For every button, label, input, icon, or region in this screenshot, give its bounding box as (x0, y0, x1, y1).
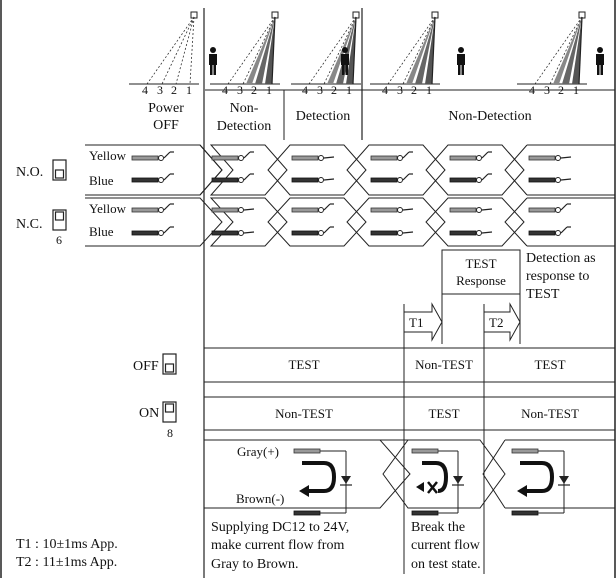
person-icon (596, 47, 604, 75)
current-bus (204, 439, 615, 509)
label-no: N.O. (16, 165, 43, 180)
caption-supplying-line1: Supplying DC12 to 24V, (211, 520, 349, 535)
current-loop-icon-2 (510, 447, 572, 517)
caption-break-line1: Break the (411, 520, 465, 535)
on-row-test: TEST (428, 406, 459, 421)
state-non-detection-line2: Detection (217, 119, 271, 134)
bus-no (85, 144, 615, 196)
zone-2: 2 (558, 83, 564, 97)
zone-3: 3 (237, 83, 243, 97)
label-yellow-nc: Yellow (89, 201, 127, 216)
off-row-non-test: Non-TEST (415, 357, 473, 372)
zone-1: 1 (426, 83, 432, 97)
person-icon (209, 47, 217, 75)
on-number: 8 (167, 426, 173, 440)
zone-4: 4 (222, 83, 228, 97)
t2-arrow-icon (483, 302, 521, 344)
state-detection: Detection (296, 109, 350, 124)
zone-2: 2 (411, 83, 417, 97)
zone-3: 3 (397, 83, 403, 97)
state-power-off-line1: Power (148, 101, 184, 116)
label-yellow-no: Yellow (89, 148, 127, 163)
zone-4: 4 (302, 83, 308, 97)
label-brown: Brown(-) (236, 491, 284, 506)
zone-2: 2 (171, 83, 177, 97)
timing-t2: T2 : 11±1ms App. (16, 555, 117, 570)
sensor-cone-4 (369, 11, 441, 85)
caption-supplying-line2: make current flow from (211, 538, 344, 553)
timing-t1: T1 : 10±1ms App. (16, 537, 118, 552)
caption-break-line3: on test state. (411, 557, 481, 572)
zone-1: 1 (346, 83, 352, 97)
sensor-cone-1 (128, 11, 200, 85)
state-non-detection: Non-Detection (448, 109, 531, 124)
broken-current-loop-icon (411, 448, 464, 516)
nc-number: 6 (56, 233, 62, 247)
dip-switch-on-icon (162, 401, 177, 423)
switches-nc (131, 203, 572, 237)
state-power-off-line2: OFF (153, 118, 179, 133)
dip-switch-no-icon (52, 159, 67, 181)
test-note-line3: TEST (526, 287, 560, 302)
sensor-cone-3 (290, 11, 362, 85)
on-row-non-test-2: Non-TEST (521, 406, 579, 421)
zone-1: 1 (266, 83, 272, 97)
test-note-line2: response to (526, 269, 589, 284)
zone-1: 1 (186, 83, 192, 97)
zone-numbers: 4 3 2 1 4 3 2 1 4 3 2 1 4 3 2 1 4 3 2 1 (142, 83, 579, 97)
zone-4: 4 (142, 83, 148, 97)
off-row-test-2: TEST (534, 357, 565, 372)
t1-arrow-icon (403, 302, 443, 344)
label-gray: Gray(+) (237, 444, 279, 459)
current-loop-icon-1 (292, 447, 354, 517)
sensor-cone-2 (209, 11, 281, 85)
zone-4: 4 (382, 83, 388, 97)
dip-switch-off-icon (162, 353, 177, 375)
test-response-line2: Response (456, 273, 506, 288)
test-response-line1: TEST (465, 256, 496, 271)
label-off: OFF (133, 359, 159, 374)
t1-label: T1 (409, 315, 423, 330)
zone-3: 3 (544, 83, 550, 97)
off-row-test-1: TEST (288, 357, 319, 372)
state-non-detection-line1: Non- (230, 101, 259, 116)
zone-1: 1 (573, 83, 579, 97)
on-row-non-test-1: Non-TEST (275, 406, 333, 421)
zone-2: 2 (251, 83, 257, 97)
switches-no (131, 151, 572, 184)
test-note-line1: Detection as (526, 251, 596, 266)
label-blue-no: Blue (89, 173, 114, 188)
caption-supplying-line3: Gray to Brown. (211, 557, 299, 572)
zone-3: 3 (317, 83, 323, 97)
zone-4: 4 (529, 83, 535, 97)
caption-break-line2: current flow (411, 538, 481, 553)
bus-nc (85, 197, 615, 247)
label-on: ON (139, 406, 159, 421)
sensor-cone-5 (516, 11, 588, 85)
test-response-box (441, 249, 521, 295)
t2-label: T2 (489, 315, 503, 330)
zone-2: 2 (331, 83, 337, 97)
label-blue-nc: Blue (89, 224, 114, 239)
dip-switch-nc-icon (52, 209, 67, 231)
zone-3: 3 (157, 83, 163, 97)
label-nc: N.C. (16, 217, 42, 232)
test-rows-lines (204, 344, 615, 574)
person-icon (457, 47, 465, 75)
